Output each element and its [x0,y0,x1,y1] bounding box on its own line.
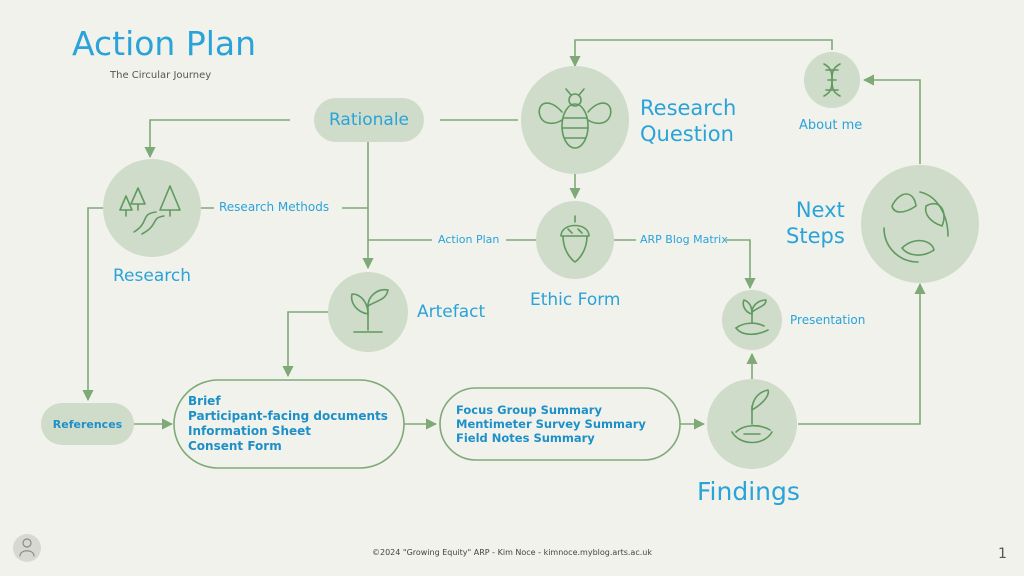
page-subtitle: The Circular Journey [110,70,212,81]
box2-item-focus-group: Focus Group Summary [456,403,602,417]
page-number: 1 [998,546,1007,562]
label-presentation: Presentation [790,313,866,327]
box-findings-summaries [439,387,681,461]
dna-icon [823,63,841,97]
box2-item-field-notes: Field Notes Summary [456,431,595,445]
label-research-question: Research Question [640,96,737,146]
label-about-me: About me [799,118,863,133]
label-research: Research [113,266,191,286]
edge-findings-nextsteps [798,282,926,425]
bee-icon [538,88,612,149]
node-ethic-form[interactable] [536,201,614,279]
box1-item-participant-docs: Participant-facing documents [188,409,388,423]
edge-artefact-box1 [282,311,330,378]
node-references-label: References [52,417,123,431]
edge-nextsteps-aboutme [862,74,921,164]
forest-path-icon [119,185,181,235]
edge-research-references [82,207,108,402]
hand-plant-icon [735,299,769,336]
edge-rationale-research [144,119,290,159]
edge-aboutme-rq [569,39,833,68]
node-research[interactable] [103,159,201,257]
node-research-question[interactable] [521,66,629,174]
node-rationale[interactable]: Rationale [314,98,424,142]
edge-label-action-plan: Action Plan [438,233,500,246]
box2-item-mentimeter: Mentimeter Survey Summary [456,417,646,431]
edge-label-research-methods: Research Methods [219,200,330,214]
hand-sprout-icon [731,389,773,444]
footer-credit: ©2024 "Growing Equity" ARP - Kim Noce - … [372,548,652,557]
avatar-figure [19,538,35,557]
label-next-steps: Next Steps [786,198,845,248]
acorn-icon [560,215,590,263]
label-artefact: Artefact [417,302,486,322]
node-references[interactable]: References [41,403,134,445]
node-rationale-label: Rationale [328,110,410,130]
box1-list: Brief Participant-facing documents Infor… [188,394,388,454]
label-ethic-form: Ethic Form [530,290,621,310]
recycle-leaves-icon [883,191,949,263]
page-title: Action Plan [72,24,257,63]
box1-item-consent-form: Consent Form [188,439,282,453]
box1-item-brief: Brief [188,394,221,408]
node-next-steps[interactable] [861,165,979,283]
box-artefact-documents [173,379,405,469]
box2-list: Focus Group Summary Mentimeter Survey Su… [456,403,646,445]
box1-item-information-sheet: Information Sheet [188,424,312,438]
label-findings: Findings [697,477,800,506]
edge-label-arp-blog-matrix: ARP Blog Matrix [640,233,728,246]
sprout-icon [350,288,389,333]
edge-ethic-presentation [614,239,750,288]
